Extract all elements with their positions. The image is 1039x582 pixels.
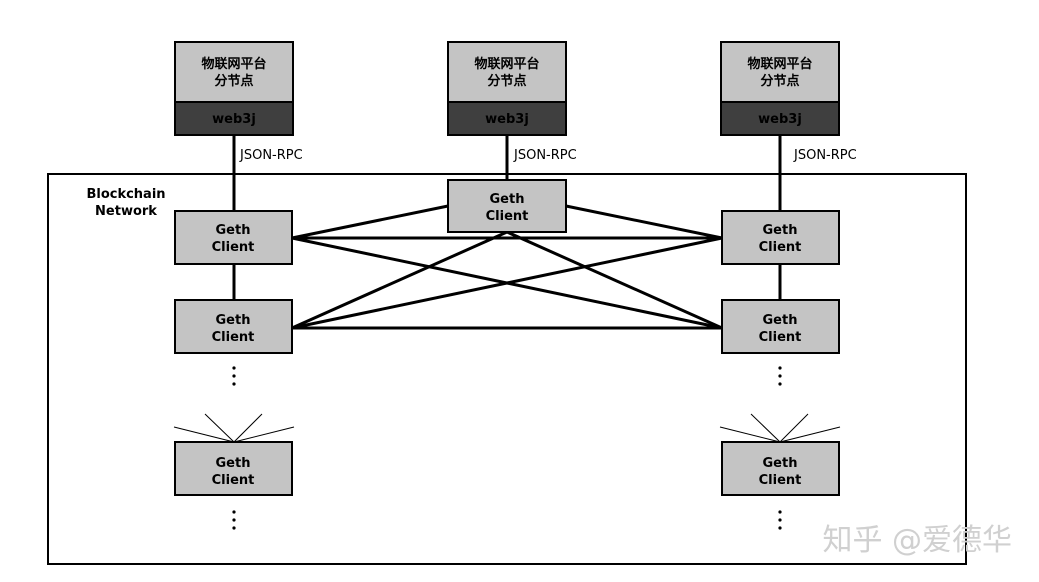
ellipsis-dots [232,366,782,530]
platform-title-line2: 分节点 [214,73,253,89]
network-label-line1: Blockchain [86,187,165,202]
client-line2: Client [486,209,529,224]
web3j-bar [720,101,840,136]
client-line1: Geth [763,313,798,328]
mesh-link [291,204,449,240]
platform-node-center: 物联网平台 分节点 web3j [447,41,567,136]
platform-node-right: 物联网平台 分节点 web3j [720,41,840,136]
client-line2: Client [759,240,802,255]
geth-client-left-1: Geth Client [174,210,293,265]
client-line1: Geth [216,456,251,471]
fan-lines-left [173,413,295,443]
web3j-label: web3j [758,112,802,127]
client-line1: Geth [216,313,251,328]
watermark: 知乎 @爱德华 [822,523,1012,558]
client-line2: Client [759,473,802,488]
client-line2: Client [212,330,255,345]
geth-client-right-1: Geth Client [721,210,840,265]
vertical-client-links [232,265,782,300]
network-label-line2: Network [95,204,157,219]
client-line2: Client [212,473,255,488]
geth-client-right-2: Geth Client [721,299,840,354]
web3j-bar [174,101,294,136]
platform-node-left: 物联网平台 分节点 web3j [174,41,294,136]
client-line1: Geth [216,223,251,238]
client-line2: Client [759,330,802,345]
platform-title-line1: 物联网平台 [201,56,266,72]
json-rpc-label-center: JSON-RPC [513,148,577,163]
geth-client-center: Geth Client [447,179,567,233]
mesh-link [506,230,723,330]
client-line2: Client [212,240,255,255]
platform-title-line1: 物联网平台 [747,56,812,72]
mesh-link [565,204,723,240]
mesh-link [291,236,723,330]
json-rpc-label-right: JSON-RPC [793,148,857,163]
client-line1: Geth [763,456,798,471]
geth-client-left-3: Geth Client [174,441,293,496]
platform-title-line2: 分节点 [487,73,526,89]
mesh-links [291,204,723,330]
client-line1: Geth [763,223,798,238]
geth-client-right-3: Geth Client [721,441,840,496]
geth-client-left-2: Geth Client [174,299,293,354]
platform-title-line2: 分节点 [760,73,799,89]
mesh-link [291,230,508,330]
platform-title-line1: 物联网平台 [474,56,539,72]
rpc-connectors [232,135,782,211]
web3j-label: web3j [212,112,256,127]
web3j-bar [447,101,567,136]
json-rpc-label-left: JSON-RPC [239,148,303,163]
web3j-label: web3j [485,112,529,127]
client-line1: Geth [490,192,525,207]
fan-lines-right [719,413,841,443]
